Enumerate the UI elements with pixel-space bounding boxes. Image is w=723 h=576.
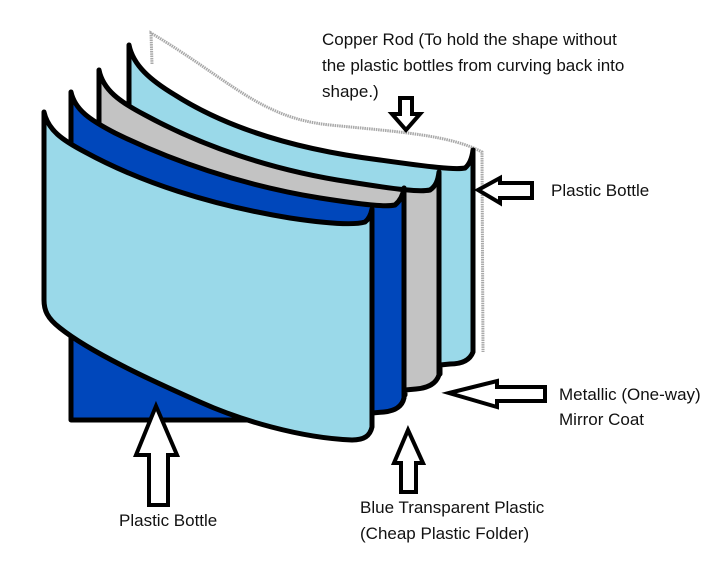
arrow-up-blue-plastic <box>390 425 427 494</box>
label-copper-rod-line1: Copper Rod (To hold the shape without <box>322 30 617 49</box>
arrow-left-mirror-coat <box>441 378 547 410</box>
arrow-up-front-plastic-bottle <box>133 400 181 507</box>
label-plastic-bottle-back: Plastic Bottle <box>551 181 650 200</box>
label-blue-plastic-line2: (Cheap Plastic Folder) <box>360 524 530 543</box>
copper-rod <box>149 30 485 353</box>
label-plastic-bottle-front: Plastic Bottle <box>119 511 218 530</box>
label-copper-rod-line3: shape.) <box>322 82 379 101</box>
label-mirror-coat-line2: Mirror Coat <box>559 410 645 429</box>
arrow-left-back-plastic-bottle <box>473 174 534 207</box>
label-blue-plastic-line1: Blue Transparent Plastic <box>360 498 545 517</box>
label-copper-rod-line2: the plastic bottles from curving back in… <box>322 56 625 75</box>
arrow-down-copper-rod <box>387 96 425 134</box>
label-mirror-coat-line1: Metallic (One-way) <box>559 385 701 404</box>
front-plastic-bottle-layer <box>41 109 375 443</box>
